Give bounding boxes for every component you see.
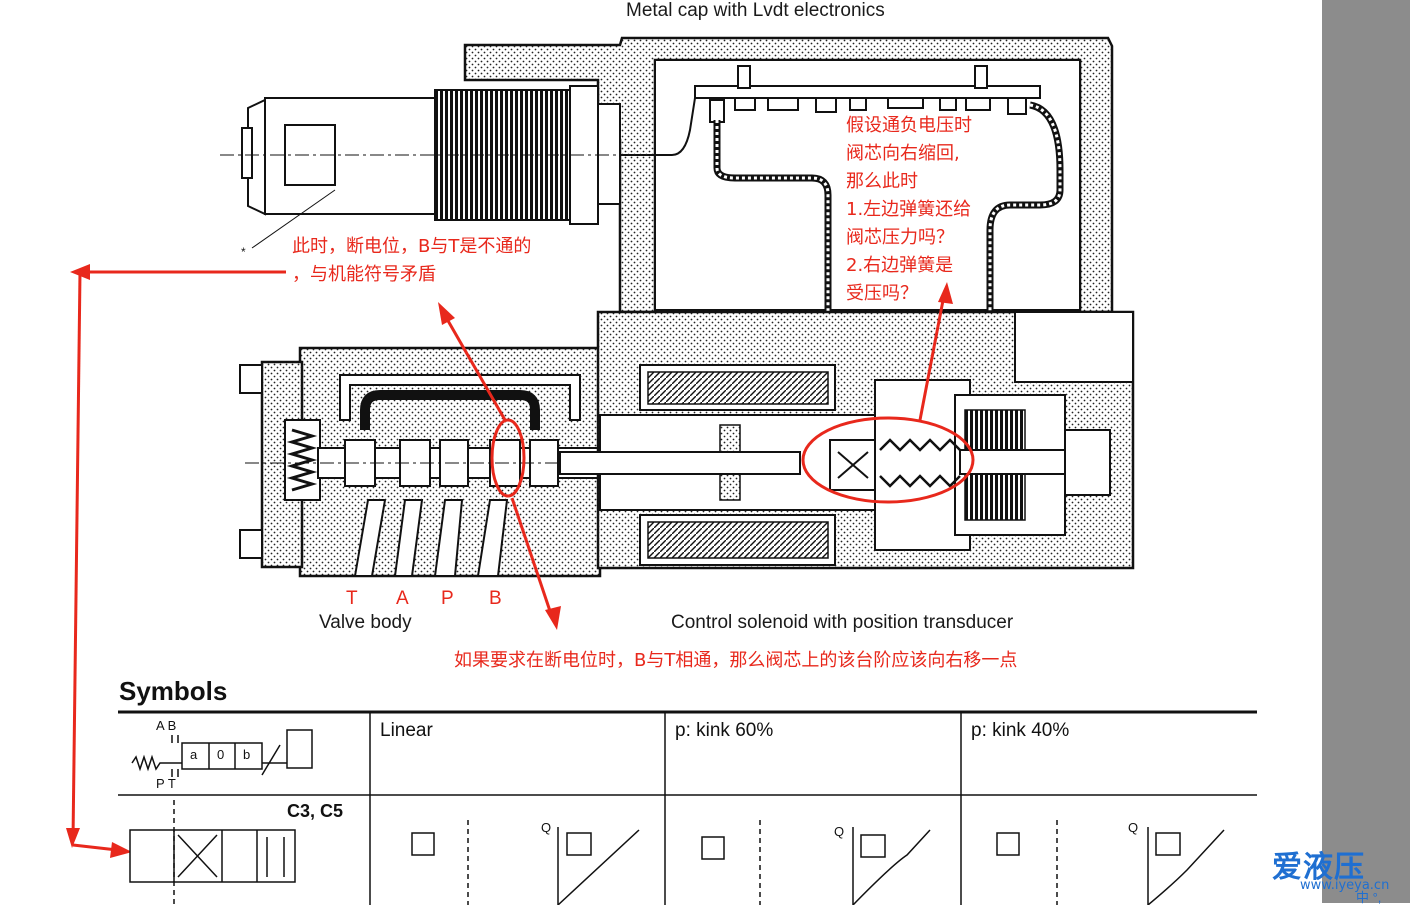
watermark-brand: 爱液压 [1272,850,1365,885]
symbol-box-0: 0 [217,747,225,762]
note-right-line3: 那么此时 [846,171,918,192]
note-bottom: 如果要求在断电位时，B与T相通，那么阀芯上的该台阶应该向右移一点 [454,650,1018,671]
solenoid-label: Control solenoid with position transduce… [671,612,1014,633]
electrical-connector [220,85,640,249]
axis-q-kink60: Q [834,824,845,839]
port-label-t: T [346,588,358,609]
note-right-line7: 受压吗？ [846,283,918,304]
ime-indicator[interactable]: 中 °, [1356,890,1382,905]
note-right-line4: 1.左边弹簧还给 [846,199,972,220]
star-mark: * [241,245,246,259]
metal-cap-label: Metal cap with Lvdt electronics [626,0,885,21]
valve-body [239,346,800,578]
symbol-bottom-ports: P T [156,776,176,791]
arrow-head-up-left [438,302,455,325]
note-left-line1: 此时，断电位，B与T是不通的 [292,236,532,257]
valve-body-label: Valve body [319,612,412,633]
header-kink-40: p: kink 40% [971,720,1070,741]
arrow-head-up-right [938,282,953,304]
symbol-box-b: b [243,747,251,762]
arrow-head-symbol [110,842,132,858]
annotation-overlay [66,264,975,858]
row-code-c3-c5: C3, C5 [287,801,344,821]
lvdt-board [694,65,1041,123]
port-label-p: P [441,588,454,609]
control-solenoid [559,310,1135,570]
note-right-line5: 阀芯压力吗？ [846,227,954,248]
arrow-head-left [70,264,90,280]
symbol-top-ports: A B [156,718,177,733]
header-linear: Linear [380,720,433,741]
highlight-ellipse-spool-land [490,418,526,498]
port-label-b: B [489,588,502,609]
watermark-url: www.iyeya.cn [1300,878,1390,893]
note-left-line2: ，与机能符号矛盾 [292,264,436,285]
port-label-a: A [396,588,409,609]
symbols-heading: Symbols [119,676,228,706]
note-right-line2: 阀芯向右缩回, [846,143,960,164]
valve-cross-section-drawing [220,36,1135,578]
header-kink-60: p: kink 60% [675,720,774,741]
side-scroll-panel [1322,0,1410,903]
axis-q-linear: Q [541,820,552,835]
cable-loops [620,97,1064,395]
symbol-box-a: a [190,747,198,762]
note-right-line6: 2.右边弹簧是 [846,255,954,276]
arrow-head-down [66,828,80,848]
symbols-table [118,710,1257,905]
highlight-ellipse-springs [801,416,975,504]
note-right-line1: 假设通负电压时 [846,115,972,136]
arrow-head-down-right [545,606,561,630]
axis-q-kink40: Q [1128,820,1139,835]
